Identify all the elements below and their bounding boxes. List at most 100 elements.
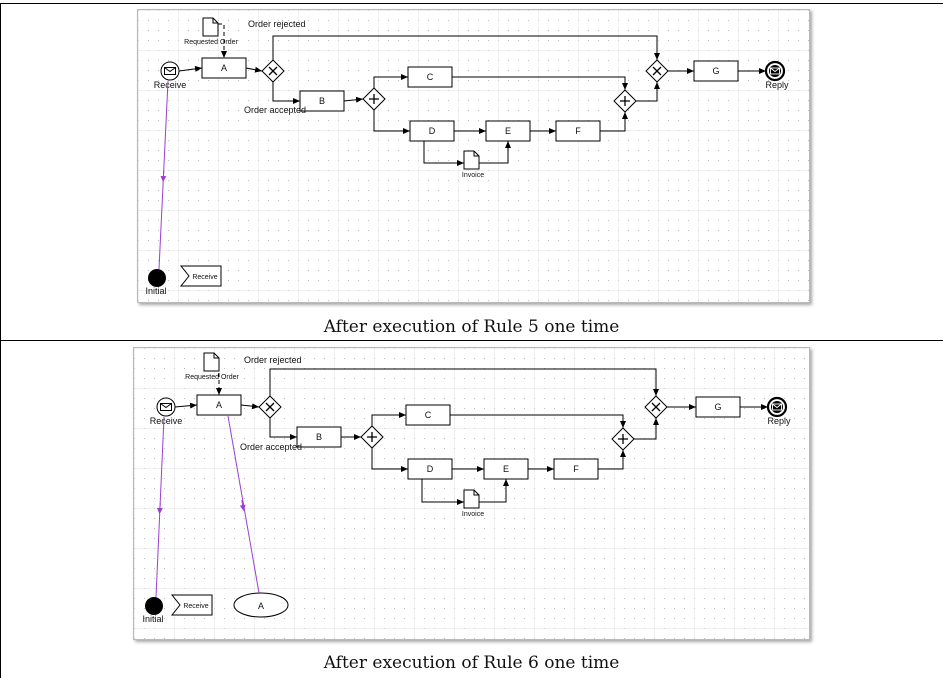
task-b-label: B xyxy=(319,96,325,106)
initial-state-dot xyxy=(148,269,166,287)
flow-pjoin-xjoin xyxy=(634,418,659,440)
task-b: B xyxy=(296,426,342,448)
task-a: A xyxy=(196,394,242,416)
start-event-label: Receive xyxy=(154,80,187,90)
initial-label: Initial xyxy=(142,614,163,624)
task-e: E xyxy=(483,458,529,480)
task-c: C xyxy=(407,66,453,88)
requested-order-document-icon xyxy=(203,352,220,372)
exclusive-split-gateway xyxy=(261,59,285,83)
order-accepted-label: Order accepted xyxy=(240,442,302,452)
invoice-document-icon xyxy=(463,489,480,509)
receive-state-shape xyxy=(170,594,213,616)
task-c-label: C xyxy=(425,410,432,420)
task-d: D xyxy=(409,120,455,142)
end-event-label: Reply xyxy=(767,416,791,426)
link-a-state-a xyxy=(227,415,260,594)
bpmn-diagram-rule5: Receive Reply A B C D E F G Requested OrderInvoic… xyxy=(138,10,809,302)
invoice-label: Invoice xyxy=(462,511,484,518)
state-a-ellipse xyxy=(233,592,289,618)
flow-invoice-e xyxy=(479,479,509,503)
invoice-label: Invoice xyxy=(462,172,484,179)
exclusive-x-icon xyxy=(265,402,275,412)
receive-state-label: Receive xyxy=(192,274,217,281)
flow-f-pjoin xyxy=(598,450,626,470)
task-a: A xyxy=(201,57,247,79)
parallel-plus-icon xyxy=(620,96,630,106)
start-envelope-icon xyxy=(164,67,176,75)
start-envelope-icon-flap xyxy=(164,67,176,73)
end-envelope-icon xyxy=(772,403,782,411)
requested-order-label: Requested Order xyxy=(184,39,238,46)
task-g: G xyxy=(695,396,741,418)
flow-order-accepted xyxy=(269,418,297,440)
parallel-plus-icon xyxy=(369,94,379,104)
flow-d-invoice xyxy=(421,479,464,505)
flow-order-accepted xyxy=(272,82,300,104)
initial-label: Initial xyxy=(145,286,166,296)
task-g-label: G xyxy=(714,402,721,412)
task-f-label: F xyxy=(575,126,581,136)
start-envelope-icon xyxy=(160,403,172,411)
task-e-label: E xyxy=(503,464,509,474)
task-d-label: D xyxy=(427,464,434,474)
start-envelope-icon-flap xyxy=(160,403,172,409)
flow-psplit-c xyxy=(373,74,408,88)
task-e-label: E xyxy=(505,126,511,136)
parallel-plus-icon xyxy=(618,434,628,444)
exclusive-join-gateway xyxy=(644,395,668,419)
receive-state-label: Receive xyxy=(183,603,208,610)
flow-c-pjoin xyxy=(450,414,626,428)
start-event-label: Receive xyxy=(150,416,183,426)
task-g: G xyxy=(693,60,739,82)
caption-rule5: After execution of Rule 5 one time xyxy=(323,317,620,337)
flow-a-xsplit xyxy=(245,66,263,73)
task-f: F xyxy=(553,458,599,480)
task-f: F xyxy=(555,120,601,142)
exclusive-x-icon xyxy=(651,402,661,412)
task-a-label: A xyxy=(216,400,222,410)
link-arrow-icon xyxy=(160,170,167,182)
exclusive-split-gateway xyxy=(258,395,282,419)
flow-psplit-d xyxy=(371,448,408,472)
exclusive-x-icon xyxy=(652,66,662,76)
flow-psplit-d xyxy=(373,110,410,134)
order-rejected-label: Order rejected xyxy=(244,355,302,365)
flow-order-rejected xyxy=(269,368,659,396)
flow-f-pjoin xyxy=(600,112,628,132)
parallel-split-gateway xyxy=(362,87,386,111)
flow-c-pjoin xyxy=(452,76,628,90)
order-accepted-label: Order accepted xyxy=(244,105,306,115)
requested-order-label: Requested Order xyxy=(185,374,239,381)
task-b-label: B xyxy=(316,432,322,442)
flow-start-a xyxy=(174,402,198,409)
exclusive-x-icon xyxy=(268,66,278,76)
task-d: D xyxy=(407,458,453,480)
task-e: E xyxy=(485,120,531,142)
end-envelope-icon xyxy=(770,67,780,75)
parallel-plus-icon xyxy=(367,432,377,442)
assoc-requested-order xyxy=(218,23,227,58)
task-g-label: G xyxy=(712,66,719,76)
flow-order-rejected xyxy=(272,35,660,60)
task-f-label: F xyxy=(573,464,579,474)
invoice-document-icon xyxy=(463,150,480,170)
task-b: B xyxy=(299,90,345,112)
flow-b-psplit xyxy=(343,96,364,103)
flow-invoice-e xyxy=(479,141,511,164)
task-c: C xyxy=(405,404,451,426)
end-event-label: Reply xyxy=(765,80,789,90)
state-a-label: A xyxy=(258,601,264,611)
requested-order-document-icon xyxy=(202,17,219,37)
task-c-label: C xyxy=(427,72,434,82)
task-a-label: A xyxy=(221,63,227,73)
flow-pjoin-xjoin xyxy=(636,82,660,102)
link-arrow-icon xyxy=(156,502,163,514)
link-a-arrow-icon xyxy=(239,499,246,511)
flow-a-xsplit xyxy=(240,403,260,410)
receive-state-shape xyxy=(179,265,222,287)
